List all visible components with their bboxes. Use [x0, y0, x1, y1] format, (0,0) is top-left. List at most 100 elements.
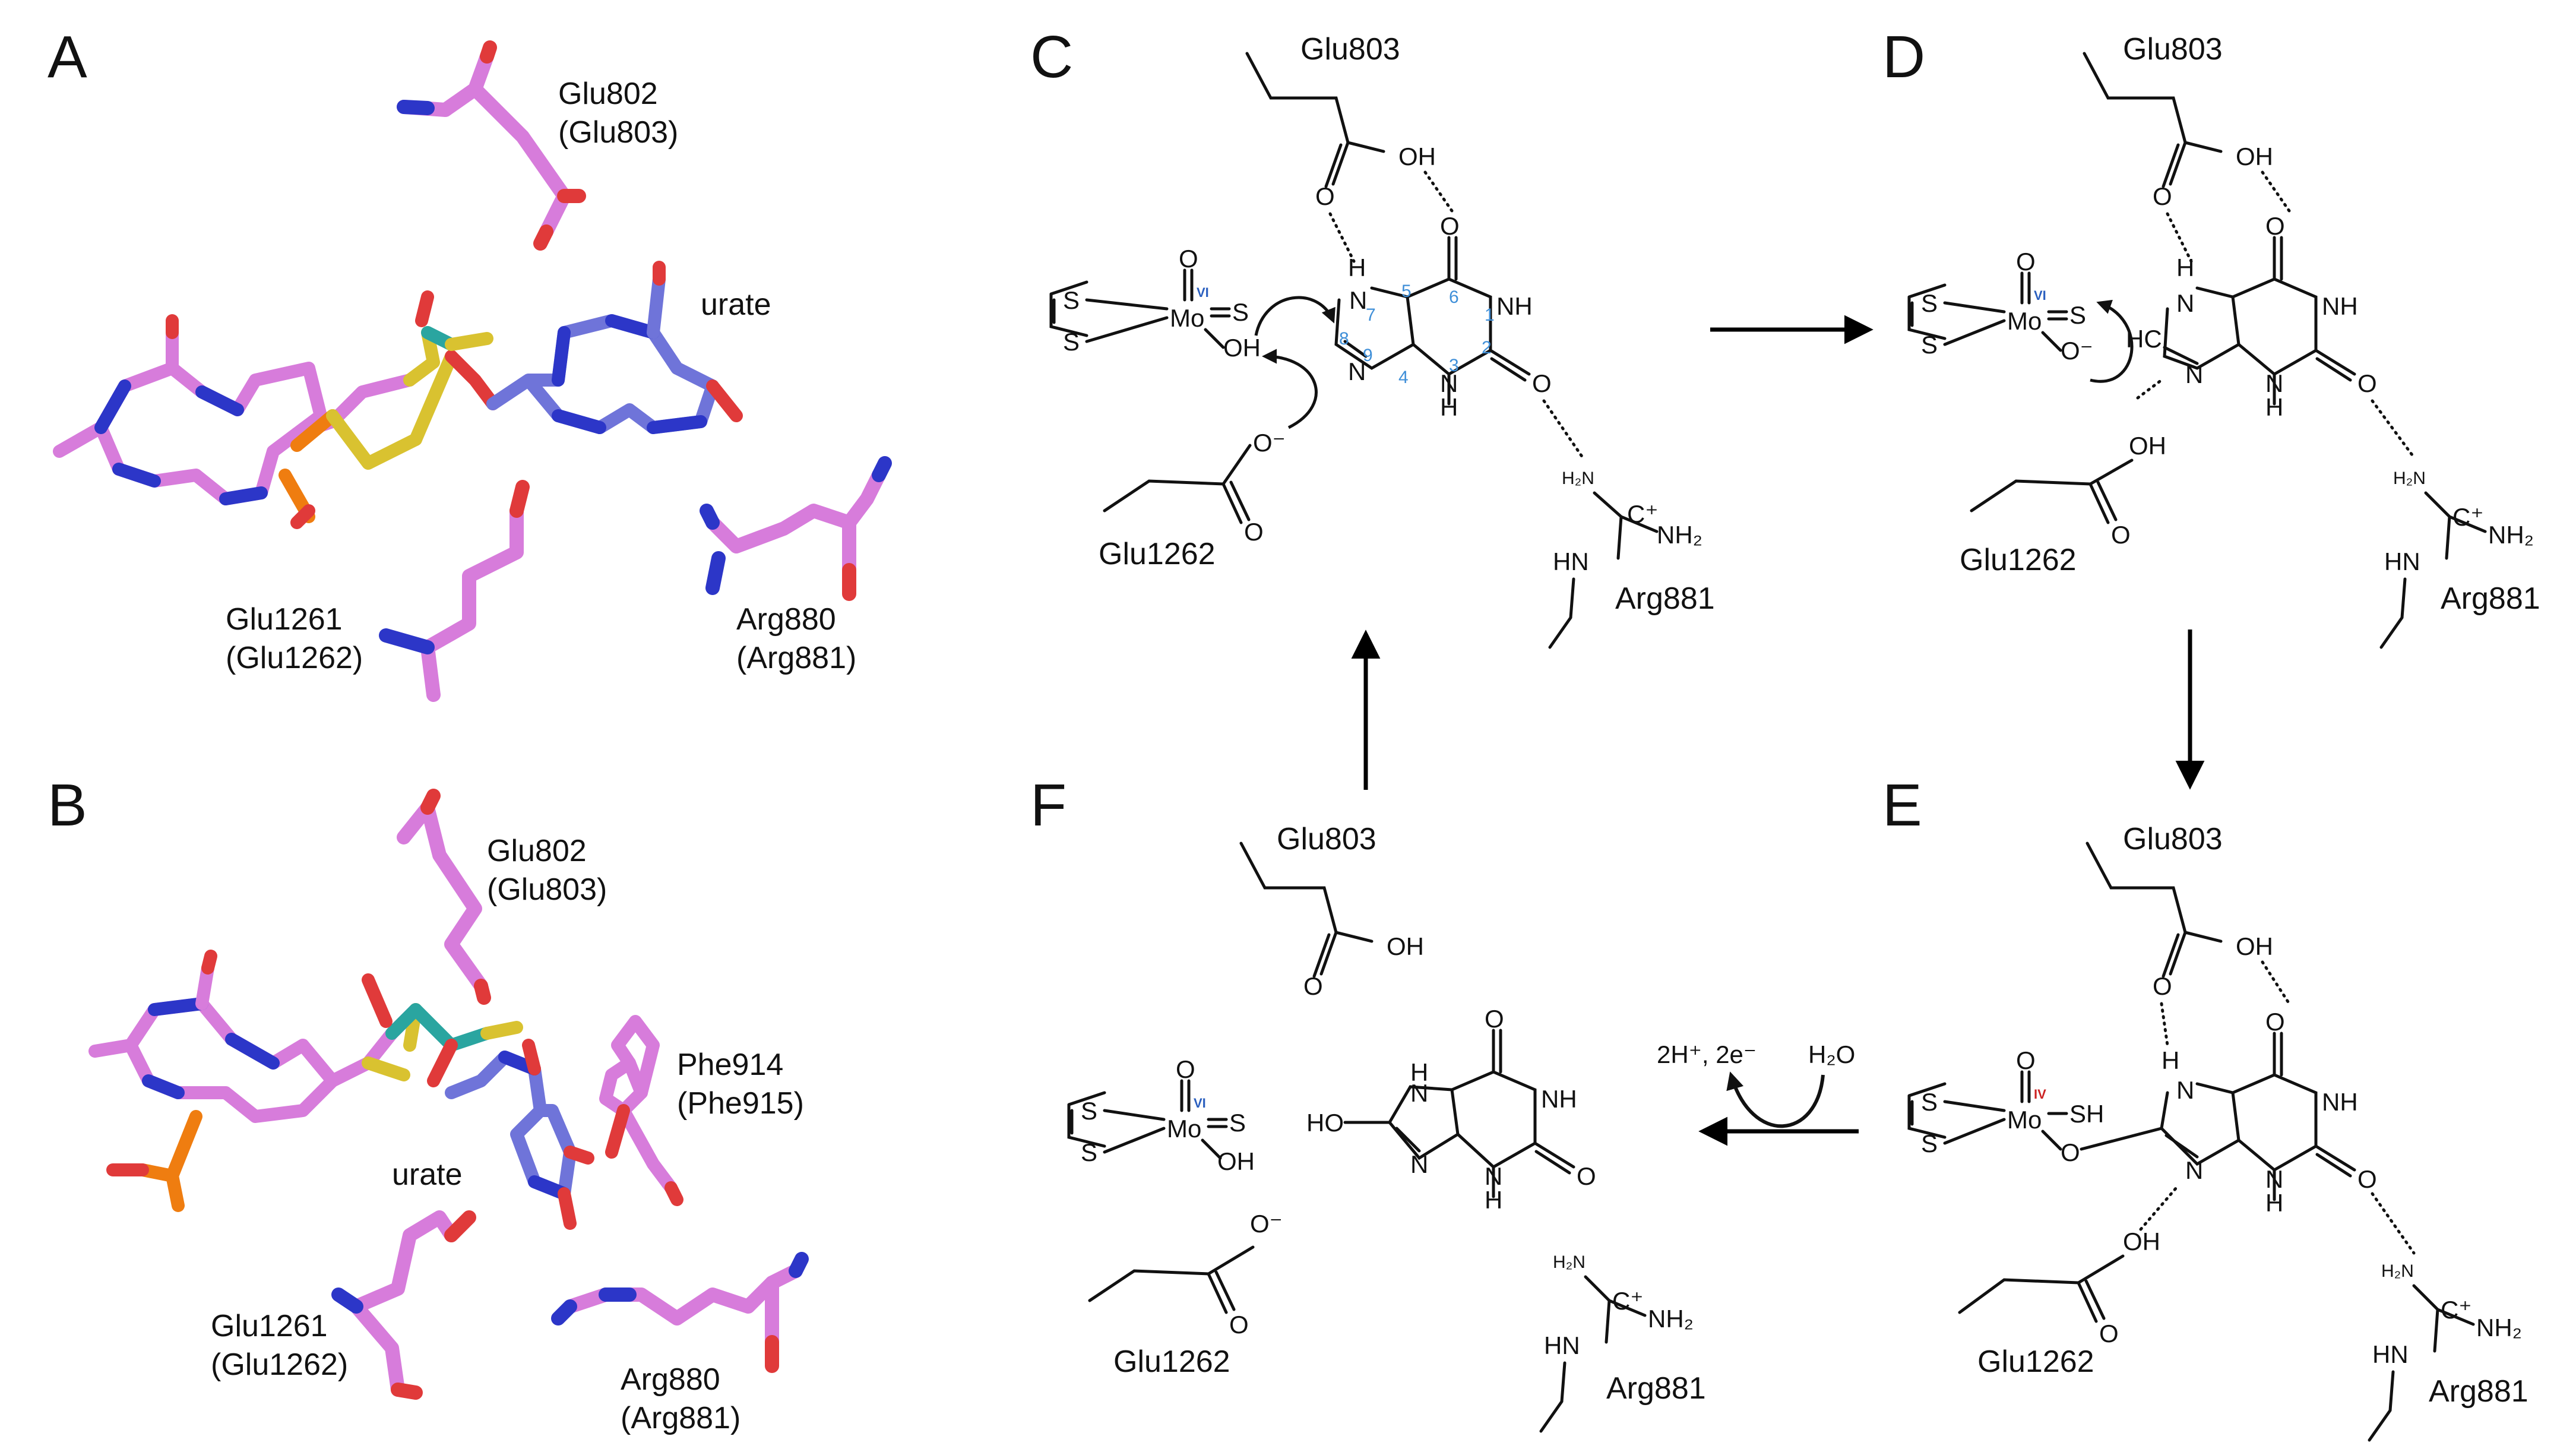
- panel-c-s-top: S: [1063, 286, 1080, 314]
- panel-f-glu803-oh: OH: [1387, 932, 1424, 960]
- panel-e-n7: N: [2176, 1076, 2194, 1104]
- panel-f: F Glu803 O OH S S Mo VI O S OH HO H N N …: [1030, 772, 1706, 1433]
- panel-c-s-bottom: S: [1063, 328, 1080, 356]
- panel-c-num-8: 8: [1339, 329, 1349, 349]
- panel-d-mo: Mo: [2007, 307, 2042, 335]
- panel-d-mo-o-minus: O⁻: [2061, 337, 2093, 365]
- panel-f-arg-h2n: H₂N: [1553, 1252, 1586, 1272]
- panel-e-mo-sh: SH: [2069, 1100, 2104, 1128]
- panel-e-mo-oxo: O: [2016, 1046, 2036, 1074]
- panel-e-arg-nh2: NH₂: [2476, 1314, 2522, 1342]
- panel-e-mo: Mo: [2007, 1106, 2042, 1134]
- panel-d-s-top: S: [1921, 289, 1938, 317]
- panel-c-glu1262-o: O: [1244, 518, 1264, 546]
- panel-c-label-glu803: Glu803: [1300, 32, 1400, 67]
- panel-d-label-glu803: Glu803: [2123, 32, 2223, 67]
- arrow-e-to-f: 2H⁺, 2e⁻ H₂O: [1657, 1040, 1859, 1146]
- panel-a-label-glu1262: (Glu1262): [226, 641, 363, 675]
- panel-d-letter: D: [1882, 24, 1925, 90]
- panel-c-num-6: 6: [1449, 287, 1459, 307]
- panel-e-arg-c-plus: C⁺: [2441, 1296, 2472, 1324]
- panel-d-n1: NH: [2322, 292, 2358, 320]
- panel-f-mo-sulfido: S: [1229, 1109, 1246, 1137]
- panel-d-arg-c-plus: C⁺: [2452, 503, 2484, 531]
- panel-d-mo-oxo: O: [2016, 248, 2036, 276]
- panel-b-moco-stick: [326, 973, 523, 1087]
- panel-a-arg880-stick: [700, 456, 892, 601]
- panel-e-arg-hn: HN: [2372, 1340, 2409, 1368]
- panel-c-letter: C: [1030, 24, 1073, 90]
- panel-a-label-urate: urate: [701, 287, 771, 322]
- panel-a: A Glu802 (Glu803): [48, 24, 892, 702]
- panel-d-o6: O: [2265, 212, 2285, 240]
- panel-d-arg-hn: HN: [2384, 548, 2420, 575]
- panel-d-n9: N: [2185, 360, 2203, 388]
- panel-a-glu1261-stick: [379, 480, 530, 702]
- panel-f-s-top: S: [1081, 1097, 1097, 1125]
- panel-c-n3: N: [1440, 369, 1458, 397]
- panel-d-o2: O: [2357, 369, 2377, 397]
- panel-f-glu803-o: O: [1303, 972, 1323, 1000]
- panel-b-label-urate: urate: [392, 1157, 463, 1192]
- panel-e-label-glu803: Glu803: [2123, 822, 2223, 856]
- panel-c-glu803-oh: OH: [1398, 143, 1436, 170]
- panel-a-label-glu802: Glu802: [558, 77, 658, 111]
- panel-b-glu1261-stick: [331, 1210, 476, 1400]
- panel-b-arg880-stick: [551, 1252, 809, 1373]
- panel-f-label-glu1262: Glu1262: [1113, 1345, 1230, 1379]
- panel-b-pterin-stick: [88, 950, 339, 1212]
- panel-d-hc: HC: [2126, 325, 2162, 353]
- panel-d-s-bottom: S: [1921, 331, 1938, 359]
- panel-c-num-5: 5: [1401, 281, 1412, 301]
- panel-c-n1: NH: [1496, 292, 1533, 320]
- panel-b-label-glu803: (Glu803): [487, 872, 607, 907]
- panel-b-label-arg880: Arg880: [621, 1362, 720, 1397]
- panel-c-o6: O: [1440, 212, 1460, 240]
- panel-e: E Glu803 O OH S S Mo IV O SH O H N N O N…: [1882, 772, 2528, 1442]
- panel-c-n7-h: H: [1348, 254, 1366, 281]
- panel-d-arg-h2n: H₂N: [2393, 469, 2426, 488]
- panel-c-arg-nh2: NH₂: [1657, 521, 1702, 549]
- panel-c-num-7: 7: [1366, 305, 1376, 325]
- panel-c-num-2: 2: [1482, 338, 1492, 358]
- panel-b-label-phe915: (Phe915): [677, 1086, 804, 1121]
- panel-b-label-glu1261: Glu1261: [211, 1309, 328, 1343]
- panel-b-label-glu1262: (Glu1262): [211, 1347, 348, 1382]
- panel-f-arg-c-plus: C⁺: [1612, 1287, 1644, 1315]
- panel-e-glu1262-o: O: [2099, 1320, 2119, 1347]
- panel-c: C Glu803 O OH S S Mo VI O S OH H N N O N…: [1030, 24, 1715, 649]
- panel-e-s-bottom: S: [1921, 1130, 1938, 1157]
- panel-b-urate-stick: [445, 1039, 594, 1230]
- panel-d-glu1262-oh: OH: [2129, 432, 2166, 460]
- panel-b-label-phe914: Phe914: [677, 1048, 783, 1082]
- panel-d-n3: N: [2265, 369, 2283, 397]
- panel-c-n9: N: [1348, 358, 1366, 385]
- panel-e-n3-h: H: [2265, 1189, 2283, 1217]
- panel-e-mo-oxidation: IV: [2034, 1087, 2046, 1102]
- panel-d-label-arg881: Arg881: [2441, 581, 2540, 616]
- panel-c-num-3: 3: [1449, 356, 1459, 375]
- panel-c-mo-sulfido: S: [1232, 298, 1249, 326]
- panel-c-mo-oxo: O: [1179, 245, 1198, 273]
- panel-f-arg-nh2: NH₂: [1648, 1305, 1694, 1333]
- arrow-e-to-f-products-label: 2H⁺, 2e⁻: [1657, 1040, 1757, 1068]
- panel-e-glu803-oh: OH: [2236, 932, 2273, 960]
- panel-f-urate-n7-h: H: [1410, 1058, 1428, 1086]
- panel-d-glu803-o: O: [2153, 182, 2172, 210]
- panel-a-urate-stick: [486, 261, 743, 434]
- panel-f-urate-n9: N: [1410, 1150, 1428, 1178]
- panel-d-mo-oxidation: VI: [2034, 288, 2046, 303]
- panel-c-o2: O: [1532, 369, 1552, 397]
- panel-d-mo-sulfido: S: [2069, 301, 2086, 329]
- panel-e-n7-h: H: [2162, 1046, 2179, 1074]
- panel-e-glu1262-oh: OH: [2123, 1228, 2160, 1255]
- panel-e-arg-h2n: H₂N: [2381, 1261, 2414, 1281]
- panel-a-letter: A: [48, 24, 87, 90]
- panel-e-label-arg881: Arg881: [2429, 1374, 2528, 1409]
- panel-f-label-glu803: Glu803: [1277, 822, 1376, 856]
- panel-c-arg-h2n: H₂N: [1562, 469, 1594, 488]
- panel-d: D Glu803 O OH S S Mo VI O S O⁻ H N HC N …: [1882, 24, 2540, 649]
- panel-c-label-glu1262: Glu1262: [1099, 537, 1216, 571]
- panel-b-phe914-stick: [599, 1015, 683, 1206]
